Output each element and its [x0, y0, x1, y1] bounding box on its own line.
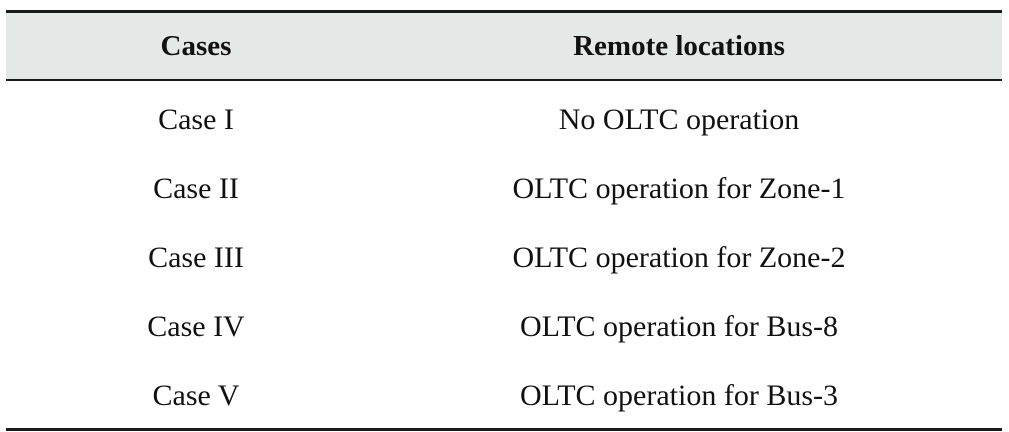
table-header-rule	[6, 79, 1002, 81]
column-header-cases: Cases	[160, 29, 232, 62]
table-header-row: Cases Remote locations	[6, 13, 1002, 79]
column-header-remote-locations: Remote locations	[573, 29, 785, 62]
remote-location-cell: OLTC operation for Zone-1	[512, 171, 846, 205]
remote-location-cell: OLTC operation for Bus-3	[519, 378, 839, 412]
case-cell: Case II	[153, 171, 239, 205]
table-bottom-rule	[6, 428, 1002, 431]
table-top-rule	[6, 10, 1002, 13]
table-row: Case V OLTC operation for Bus-3	[6, 361, 1002, 430]
remote-location-cell: OLTC operation for Zone-2	[512, 240, 846, 274]
table-row: Case II OLTC operation for Zone-1	[6, 154, 1002, 223]
table-row: Case III OLTC operation for Zone-2	[6, 223, 1002, 292]
table-body: Case I No OLTC operation Case II OLTC op…	[6, 81, 1002, 430]
table-row: Case I No OLTC operation	[6, 85, 1002, 154]
cases-table: Cases Remote locations Case I No OLTC op…	[6, 10, 1002, 431]
case-cell: Case V	[152, 378, 240, 412]
table-row: Case IV OLTC operation for Bus-8	[6, 292, 1002, 361]
case-cell: Case I	[158, 102, 234, 136]
remote-location-cell: OLTC operation for Bus-8	[519, 309, 839, 343]
case-cell: Case III	[148, 240, 244, 274]
case-cell: Case IV	[147, 309, 245, 343]
remote-location-cell: No OLTC operation	[558, 102, 800, 136]
